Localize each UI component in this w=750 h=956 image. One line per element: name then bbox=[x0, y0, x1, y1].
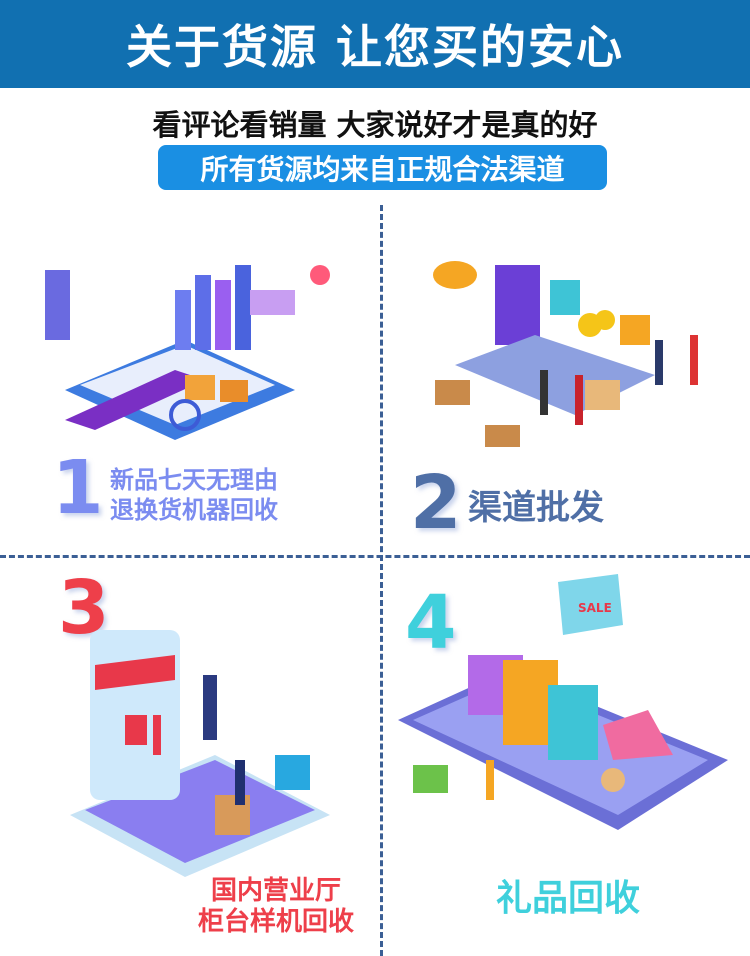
header-banner: 关于货源 让您买的安心 bbox=[0, 0, 750, 88]
section-4-number: 4 bbox=[405, 580, 457, 666]
section-4-caption: 礼品回收 bbox=[496, 876, 640, 921]
section-3-caption: 国内营业厅 柜台样机回收 bbox=[198, 876, 354, 938]
section-2-caption: 渠道批发 bbox=[468, 487, 604, 530]
vertical-divider bbox=[380, 205, 383, 956]
illustration-retail-store bbox=[70, 630, 330, 877]
section-1-caption: 新品七天无理由 退换货机器回收 bbox=[110, 465, 278, 525]
section-2-number: 2 bbox=[410, 460, 462, 546]
section-4-line-1: 礼品回收 bbox=[496, 878, 641, 919]
illustration-gifts: SALE bbox=[398, 574, 728, 830]
section-1-line-1: 新品七天无理由 bbox=[110, 466, 278, 494]
horizontal-divider bbox=[0, 555, 750, 558]
section-2-line-1: 渠道批发 bbox=[468, 488, 604, 528]
section-3-line-2: 柜台样机回收 bbox=[198, 907, 355, 938]
page-title: 关于货源 让您买的安心 bbox=[125, 20, 624, 74]
illustration-wholesale bbox=[433, 261, 698, 447]
illustration-returns bbox=[45, 265, 330, 440]
section-3-line-1: 国内营业厅 bbox=[211, 876, 342, 906]
subtitle: 看评论看销量 大家说好才是真的好 bbox=[152, 108, 598, 142]
section-1-number: 1 bbox=[52, 445, 104, 531]
sale-tag: SALE bbox=[578, 601, 612, 615]
source-badge: 所有货源均来自正规合法渠道 bbox=[158, 145, 607, 190]
section-1-line-2: 退换货机器回收 bbox=[110, 496, 278, 524]
